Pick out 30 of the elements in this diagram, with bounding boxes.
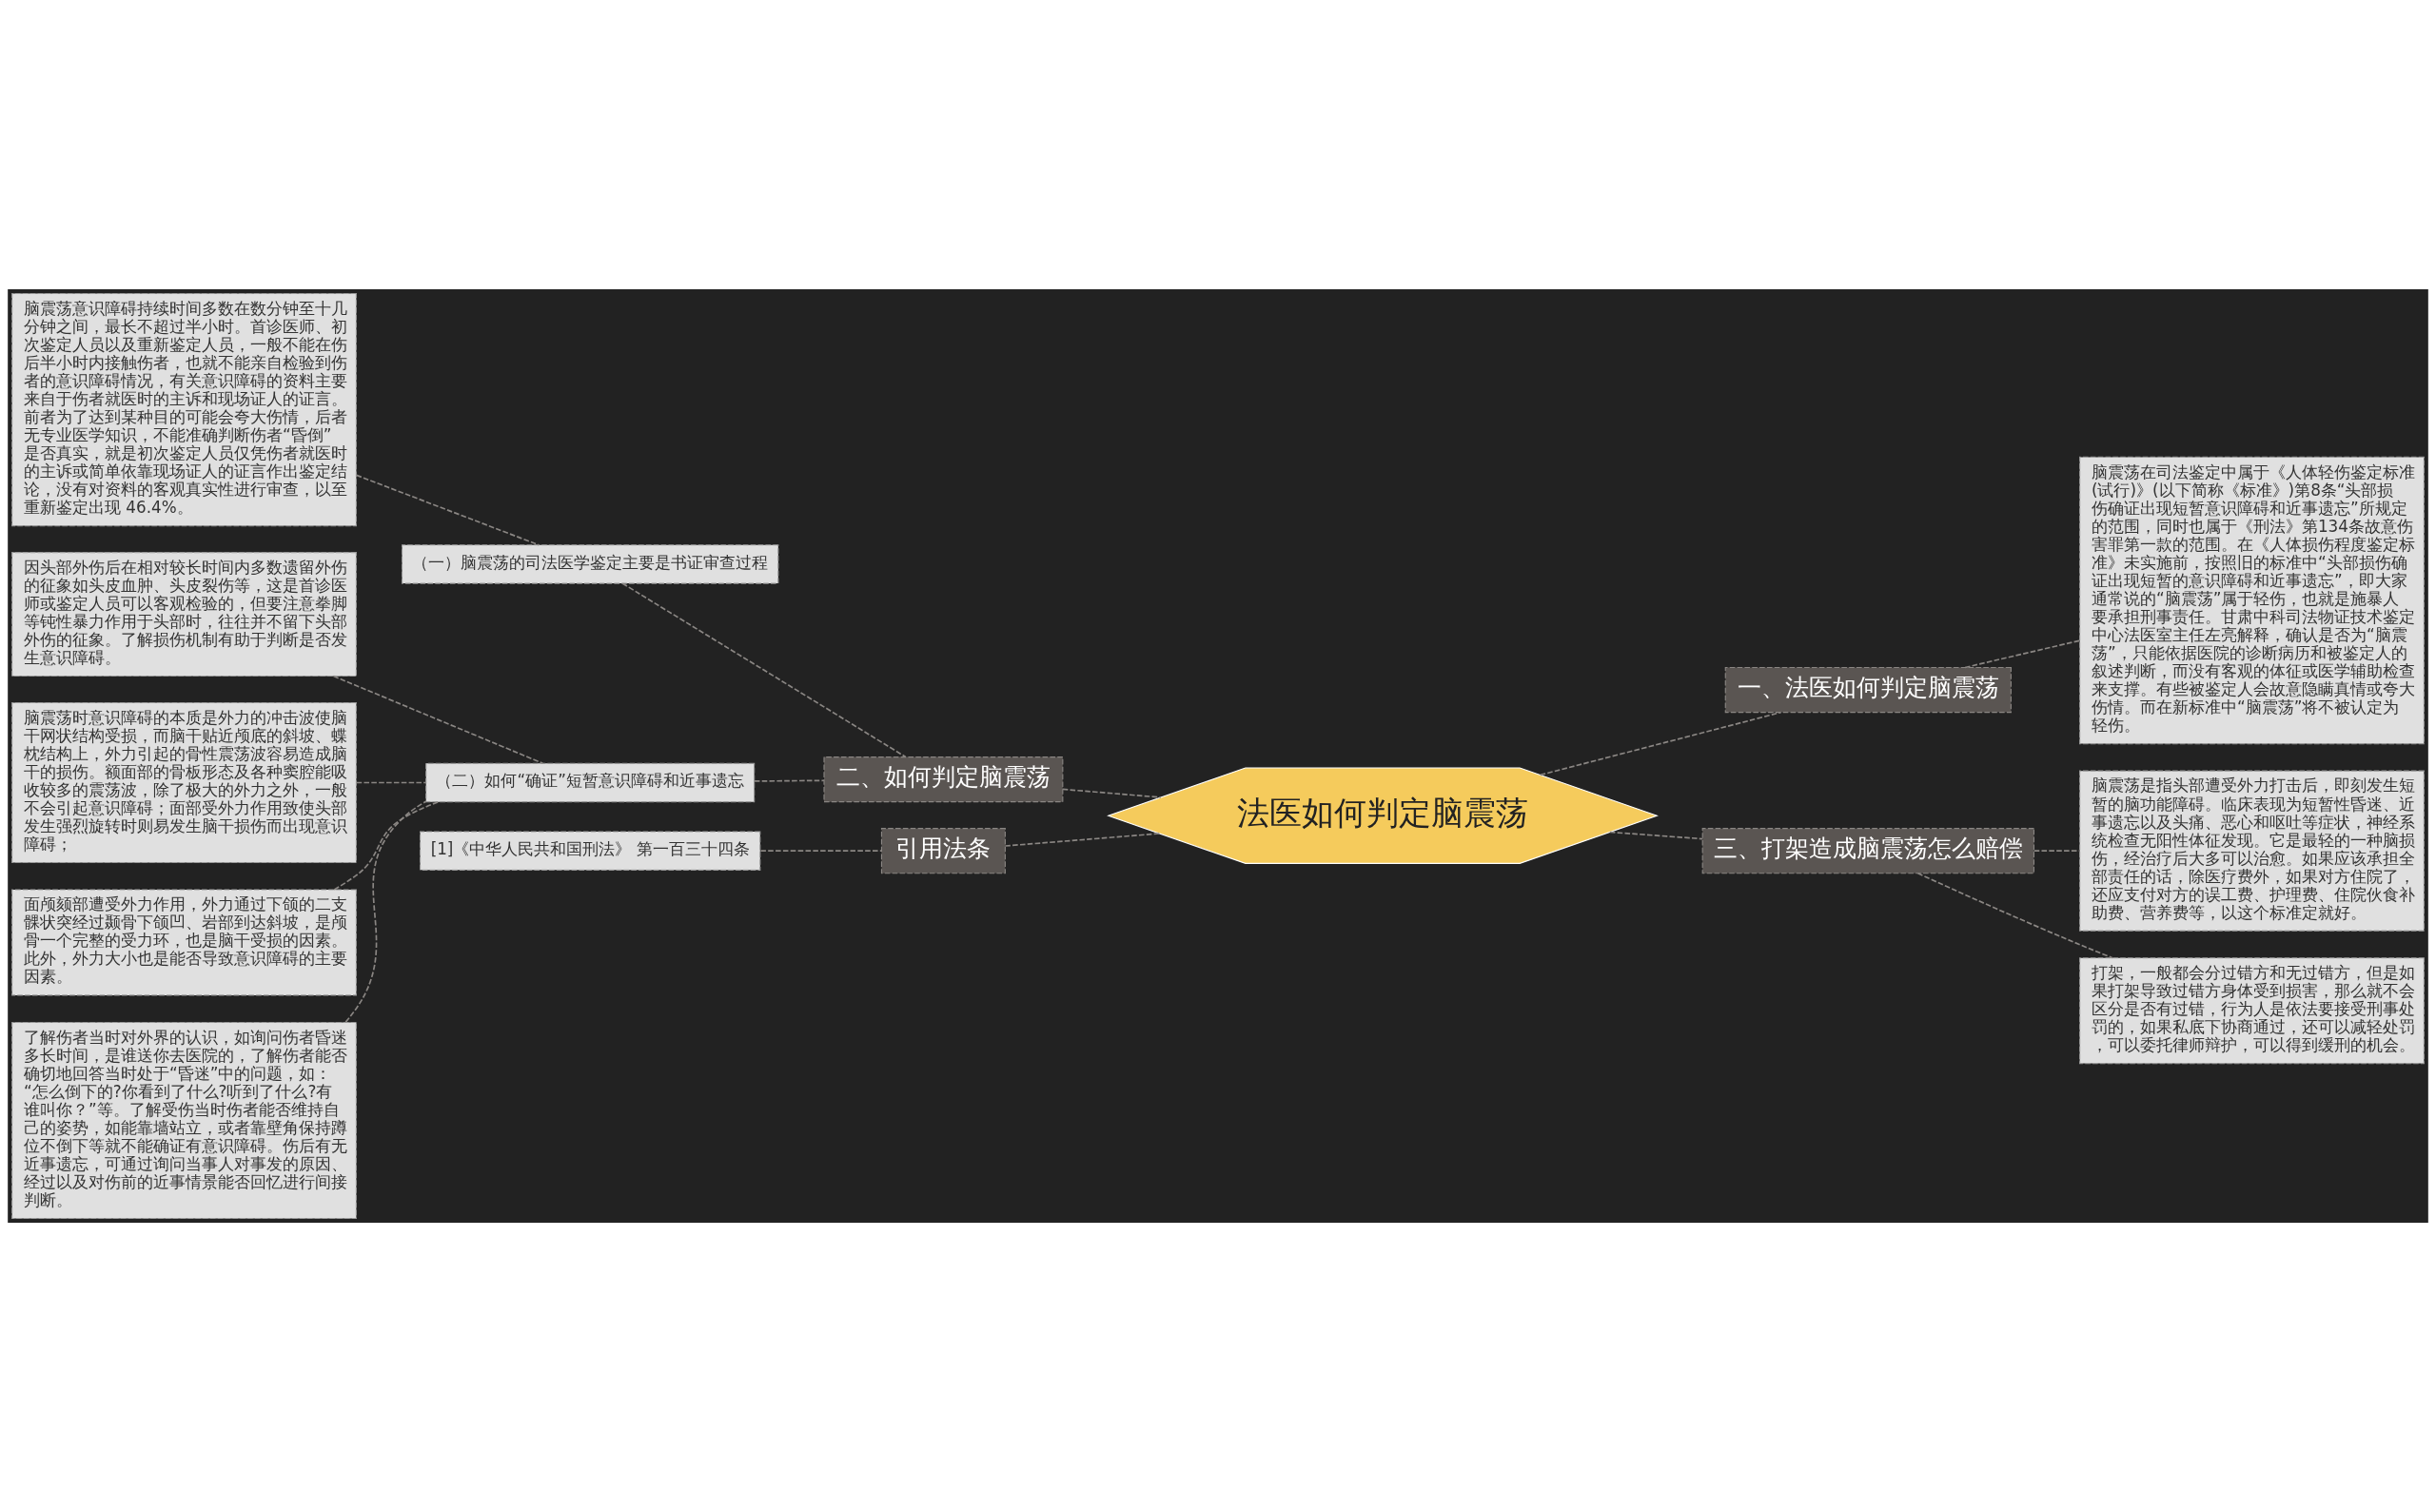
node-box: （一）脑震荡的司法医学鉴定主要是书证审查过程: [401, 544, 779, 584]
connector: [1964, 639, 2081, 669]
connector: [2033, 850, 2081, 852]
node-box: 因头部外伤后在相对较长时间内多数遗留外伤的征象如头皮血肿、头皮裂伤等，这是首诊医师或鉴定人员可以客观检验的，但要注意拳脚等钝性暴力作用于头部时，往往并不留下头部外伤的征象。了解损伤机制有助于判断是否发生意识障碍。: [11, 552, 357, 677]
connector: [1608, 831, 1703, 840]
connector: [1916, 872, 2113, 959]
node-box: 二、如何判定脑震荡: [823, 756, 1064, 803]
node-box: 脑震荡在司法鉴定中属于《人体轻伤鉴定标准(试行)》(以下简称《标准》)第8条“头部损伤确证出现短暂意识障碍和近事遗忘”所规定的范围，同时也属于《刑法》第134条故意伤害罪第一款的范围。在《人体损伤程度鉴定标准》未实施前，按照旧的标准中“头部损伤确证出现短暂的意识障碍和近事遗忘”，即大家通常说的“脑震荡”属于轻伤，也就是施暴人要承担刑事责任。甘肃中科司法物证技术鉴定中心法医室主任左亮解释，确认是否为“脑震荡”，只能依据医院的诊断病历和被鉴定人的叙述判断，而没有客观的体征或医学辅助检查来支撑。有些被鉴定人会故意隐瞒真情或夸大伤情。而在新标准中“脑震荡”将不被认定为轻伤。: [2079, 456, 2425, 745]
node-box: 三、打架造成脑震荡怎么赔偿: [1701, 828, 2035, 874]
node-box: 面颅颏部遭受外力作用，外力通过下颌的二支髁状突经过颞骨下颌凹、岩部到达斜坡，是颅骨一个完整的受力环，也是脑干受损的因素。此外，外力大小也是能否导致意识障碍的主要因素。: [11, 889, 357, 996]
node-box: 脑震荡是指头部遭受外力打击后，即刻发生短暂的脑功能障碍。临床表现为短暂性昏迷、近事遗忘以及头痛、恶心和呕吐等症状，神经系统检查无阳性体征发现。它是最轻的一种脑损伤，经治疗后大多可以治愈。如果应该承担全部责任的话，除医疗费外，如果对方住院了，还应支付对方的误工费、护理费、住院伙食补助费、营养费等，以这个标准定就好。: [2079, 770, 2425, 932]
connector: [759, 850, 883, 852]
connector: [1539, 711, 1782, 776]
connector: [344, 800, 427, 1023]
node-box: 脑震荡时意识障碍的本质是外力的冲击波使脑干网状结构受损，而脑干贴近颅底的斜坡、蝶枕结构上，外力引起的骨性震荡波容易造成脑干的损伤。额面部的骨板形态及各种窦腔能吸收较多的震荡波，除了极大的外力之外，一般不会引起意识障碍；面部受外力作用致使头部发生强烈旋转时则易发生脑干损伤而出现意识障碍；: [11, 701, 357, 864]
connector: [355, 781, 427, 784]
node-box: 脑震荡意识障碍持续时间多数在数分钟至十几分钟之间，最长不超过半小时。首诊医师、初次鉴定人员以及重新鉴定人员，一般不能在伤后半小时内接触伤者，也就不能亲自检验到伤者的意识障碍情况，有关意识障碍的资料主要来自于伤者就医时的主诉和现场证人的证言。前者为了达到某种目的可能会夸大伤情，后者无专业医学知识，不能准确判断伤者“昏倒”是否真实，就是初次鉴定人员仅凭伤者就医时的主诉或简单依靠现场证人的证言作出鉴定结论，没有对资料的客观真实性进行审查，以至重新鉴定出现 46.4%。: [11, 292, 357, 527]
connector: [333, 800, 440, 891]
node-box: 打架，一般都会分过错方和无过错方，但是如果打架导致过错方身体受到损害，那么就不会区分是否有过错，行为人是依法要接受刑事处罚的，如果私底下协商通过，还可以减轻处罚，可以委托律师辩护，可以得到缓刑的机会。: [2079, 957, 2425, 1065]
node-box: 引用法条: [880, 828, 1006, 874]
connector: [621, 582, 907, 758]
node-box: 了解伤者当时对外界的认识，如询问伤者昏迷多长时间，是谁送你去医院的，了解伤者能否确切地回答当时处于“昏迷”中的问题，如：“怎么倒下的?你看到了什么?听到了什么?有谁叫你？”等。了解受伤当时伤者能否维持自己的姿势，如能靠墙站立，或者靠壁角保持蹲位不倒下等就不能确证有意识障碍。伤后有无近事遗忘，可通过询问当事人对事发的原因、经过以及对伤前的近事情景能否回忆进行间接判断。: [11, 1021, 357, 1220]
connector: [1062, 788, 1162, 798]
connector: [332, 675, 544, 765]
node-box: 一、法医如何判定脑震荡: [1724, 667, 2012, 714]
node-box: （二）如何“确证”短暂意识障碍和近事遗忘: [425, 762, 756, 803]
connector: [355, 474, 540, 546]
node-box: [1]《中华人民共和国刑法》 第一百三十四条: [420, 831, 761, 871]
connector: [1004, 833, 1161, 847]
connector: [754, 779, 825, 782]
